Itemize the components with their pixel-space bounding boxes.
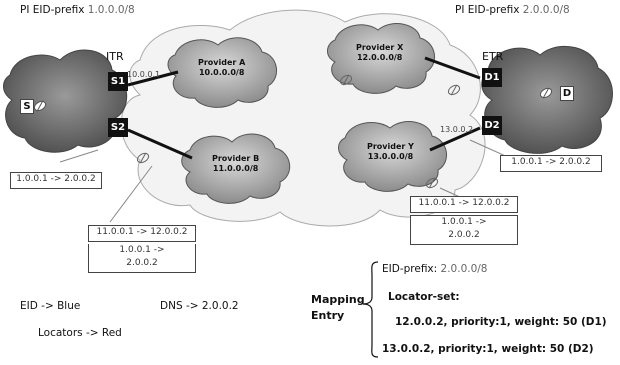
packet-icon (339, 74, 353, 86)
itr-label: ITR (106, 50, 124, 63)
router-d1[interactable]: D1 (482, 68, 502, 87)
router-s1[interactable]: S1 (108, 72, 128, 91)
provider-x-cloud (327, 23, 435, 94)
packet-bottom-right-inner-2: 2.0.0.2 (448, 230, 480, 240)
router-d2[interactable]: D2 (482, 116, 502, 135)
provider-y-name: Provider Y (367, 142, 414, 151)
link-provider-y-d2 (429, 126, 481, 152)
packet-icon (447, 84, 461, 96)
packet-bottom-left: 11.0.0.1 -> 12.0.0.2 1.0.0.1 -> 2.0.0.2 (88, 225, 196, 273)
source-site-cloud (3, 49, 128, 153)
packet-bottom-left-inner-2: 2.0.0.2 (126, 258, 158, 268)
packet-icon (539, 87, 553, 99)
legend-locators: Locators -> Red (38, 327, 122, 339)
right-prefix-value: 2.0.0.0/8 (522, 4, 570, 16)
mapping-eid-value: 2.0.0.0/8 (440, 263, 488, 275)
packet-bottom-left-inner-1: 1.0.0.1 -> (119, 245, 165, 255)
left-prefix-value: 1.0.0.0/8 (87, 4, 135, 16)
packet-bottom-right-inner: 1.0.0.1 -> 2.0.0.2 (410, 215, 518, 245)
mapping-eid-prefix: EID-prefix: 2.0.0.0/8 (382, 263, 487, 275)
mapping-locator-entry-2: 13.0.0.2, priority:1, weight: 50 (D2) (382, 343, 594, 355)
mapping-locator-entry-1: 12.0.0.2, priority:1, weight: 50 (D1) (395, 316, 607, 328)
link-s2-provider-b (127, 128, 193, 160)
legend-dns: DNS -> 2.0.0.2 (160, 300, 239, 312)
mapping-title-2: Entry (311, 309, 345, 322)
router-s2[interactable]: S2 (108, 118, 128, 137)
mapping-locator-set-label: Locator-set: (388, 291, 460, 303)
host-source[interactable]: S (20, 99, 34, 114)
packet-icon (136, 152, 150, 164)
provider-b-prefix: 11.0.0.0/8 (212, 164, 259, 173)
provider-b-label: Provider B 11.0.0.0/8 (212, 154, 259, 174)
provider-a-label: Provider A 10.0.0.0/8 (198, 58, 245, 78)
packet-bottom-right-inner-1: 1.0.0.1 -> (441, 217, 487, 227)
mapping-entry-title: Mapping Entry (311, 292, 365, 324)
mapping-eid-label: EID-prefix: (382, 263, 438, 275)
host-destination[interactable]: D (560, 86, 574, 101)
leader-line (59, 149, 99, 163)
packet-right-inner: 1.0.0.1 -> 2.0.0.2 (500, 155, 602, 172)
provider-x-label: Provider X 12.0.0.0/8 (356, 43, 403, 63)
packet-bottom-left-outer: 11.0.0.1 -> 12.0.0.2 (88, 225, 196, 242)
provider-y-prefix: 13.0.0.0/8 (367, 152, 414, 161)
d2-link-ip: 13.0.0.2 (440, 125, 474, 134)
packet-bottom-left-inner: 1.0.0.1 -> 2.0.0.2 (88, 244, 196, 273)
right-eid-prefix-header: PI EID-prefix 2.0.0.0/8 (455, 4, 570, 16)
destination-site-cloud (481, 45, 613, 154)
right-prefix-label: PI EID-prefix (455, 4, 520, 16)
provider-x-prefix: 12.0.0.0/8 (356, 53, 403, 62)
packet-icon (33, 100, 47, 112)
leader-line (109, 165, 153, 223)
s1-link-ip: 10.0.0.1 (127, 70, 161, 79)
provider-y-cloud (338, 121, 447, 192)
provider-x-name: Provider X (356, 43, 404, 52)
etr-label: ETR (482, 50, 504, 63)
mapping-title-1: Mapping (311, 293, 365, 306)
provider-b-name: Provider B (212, 154, 260, 163)
internet-core-cloud (120, 9, 486, 227)
provider-y-label: Provider Y 13.0.0.0/8 (367, 142, 414, 162)
provider-a-prefix: 10.0.0.0/8 (198, 68, 245, 77)
packet-bottom-right: 11.0.0.1 -> 12.0.0.2 1.0.0.1 -> 2.0.0.2 (410, 196, 518, 245)
link-s1-provider-a (127, 70, 179, 87)
provider-a-cloud (167, 37, 277, 108)
packet-left-inner: 1.0.0.1 -> 2.0.0.2 (10, 172, 102, 189)
left-eid-prefix-header: PI EID-prefix 1.0.0.0/8 (20, 4, 135, 16)
left-prefix-label: PI EID-prefix (20, 4, 85, 16)
provider-a-name: Provider A (198, 58, 246, 67)
link-provider-x-d1 (424, 56, 481, 80)
packet-bottom-right-outer: 11.0.0.1 -> 12.0.0.2 (410, 196, 518, 213)
legend-eid: EID -> Blue (20, 300, 81, 312)
mapping-brace (362, 261, 379, 358)
packet-icon (425, 177, 439, 189)
provider-b-cloud (181, 133, 290, 204)
